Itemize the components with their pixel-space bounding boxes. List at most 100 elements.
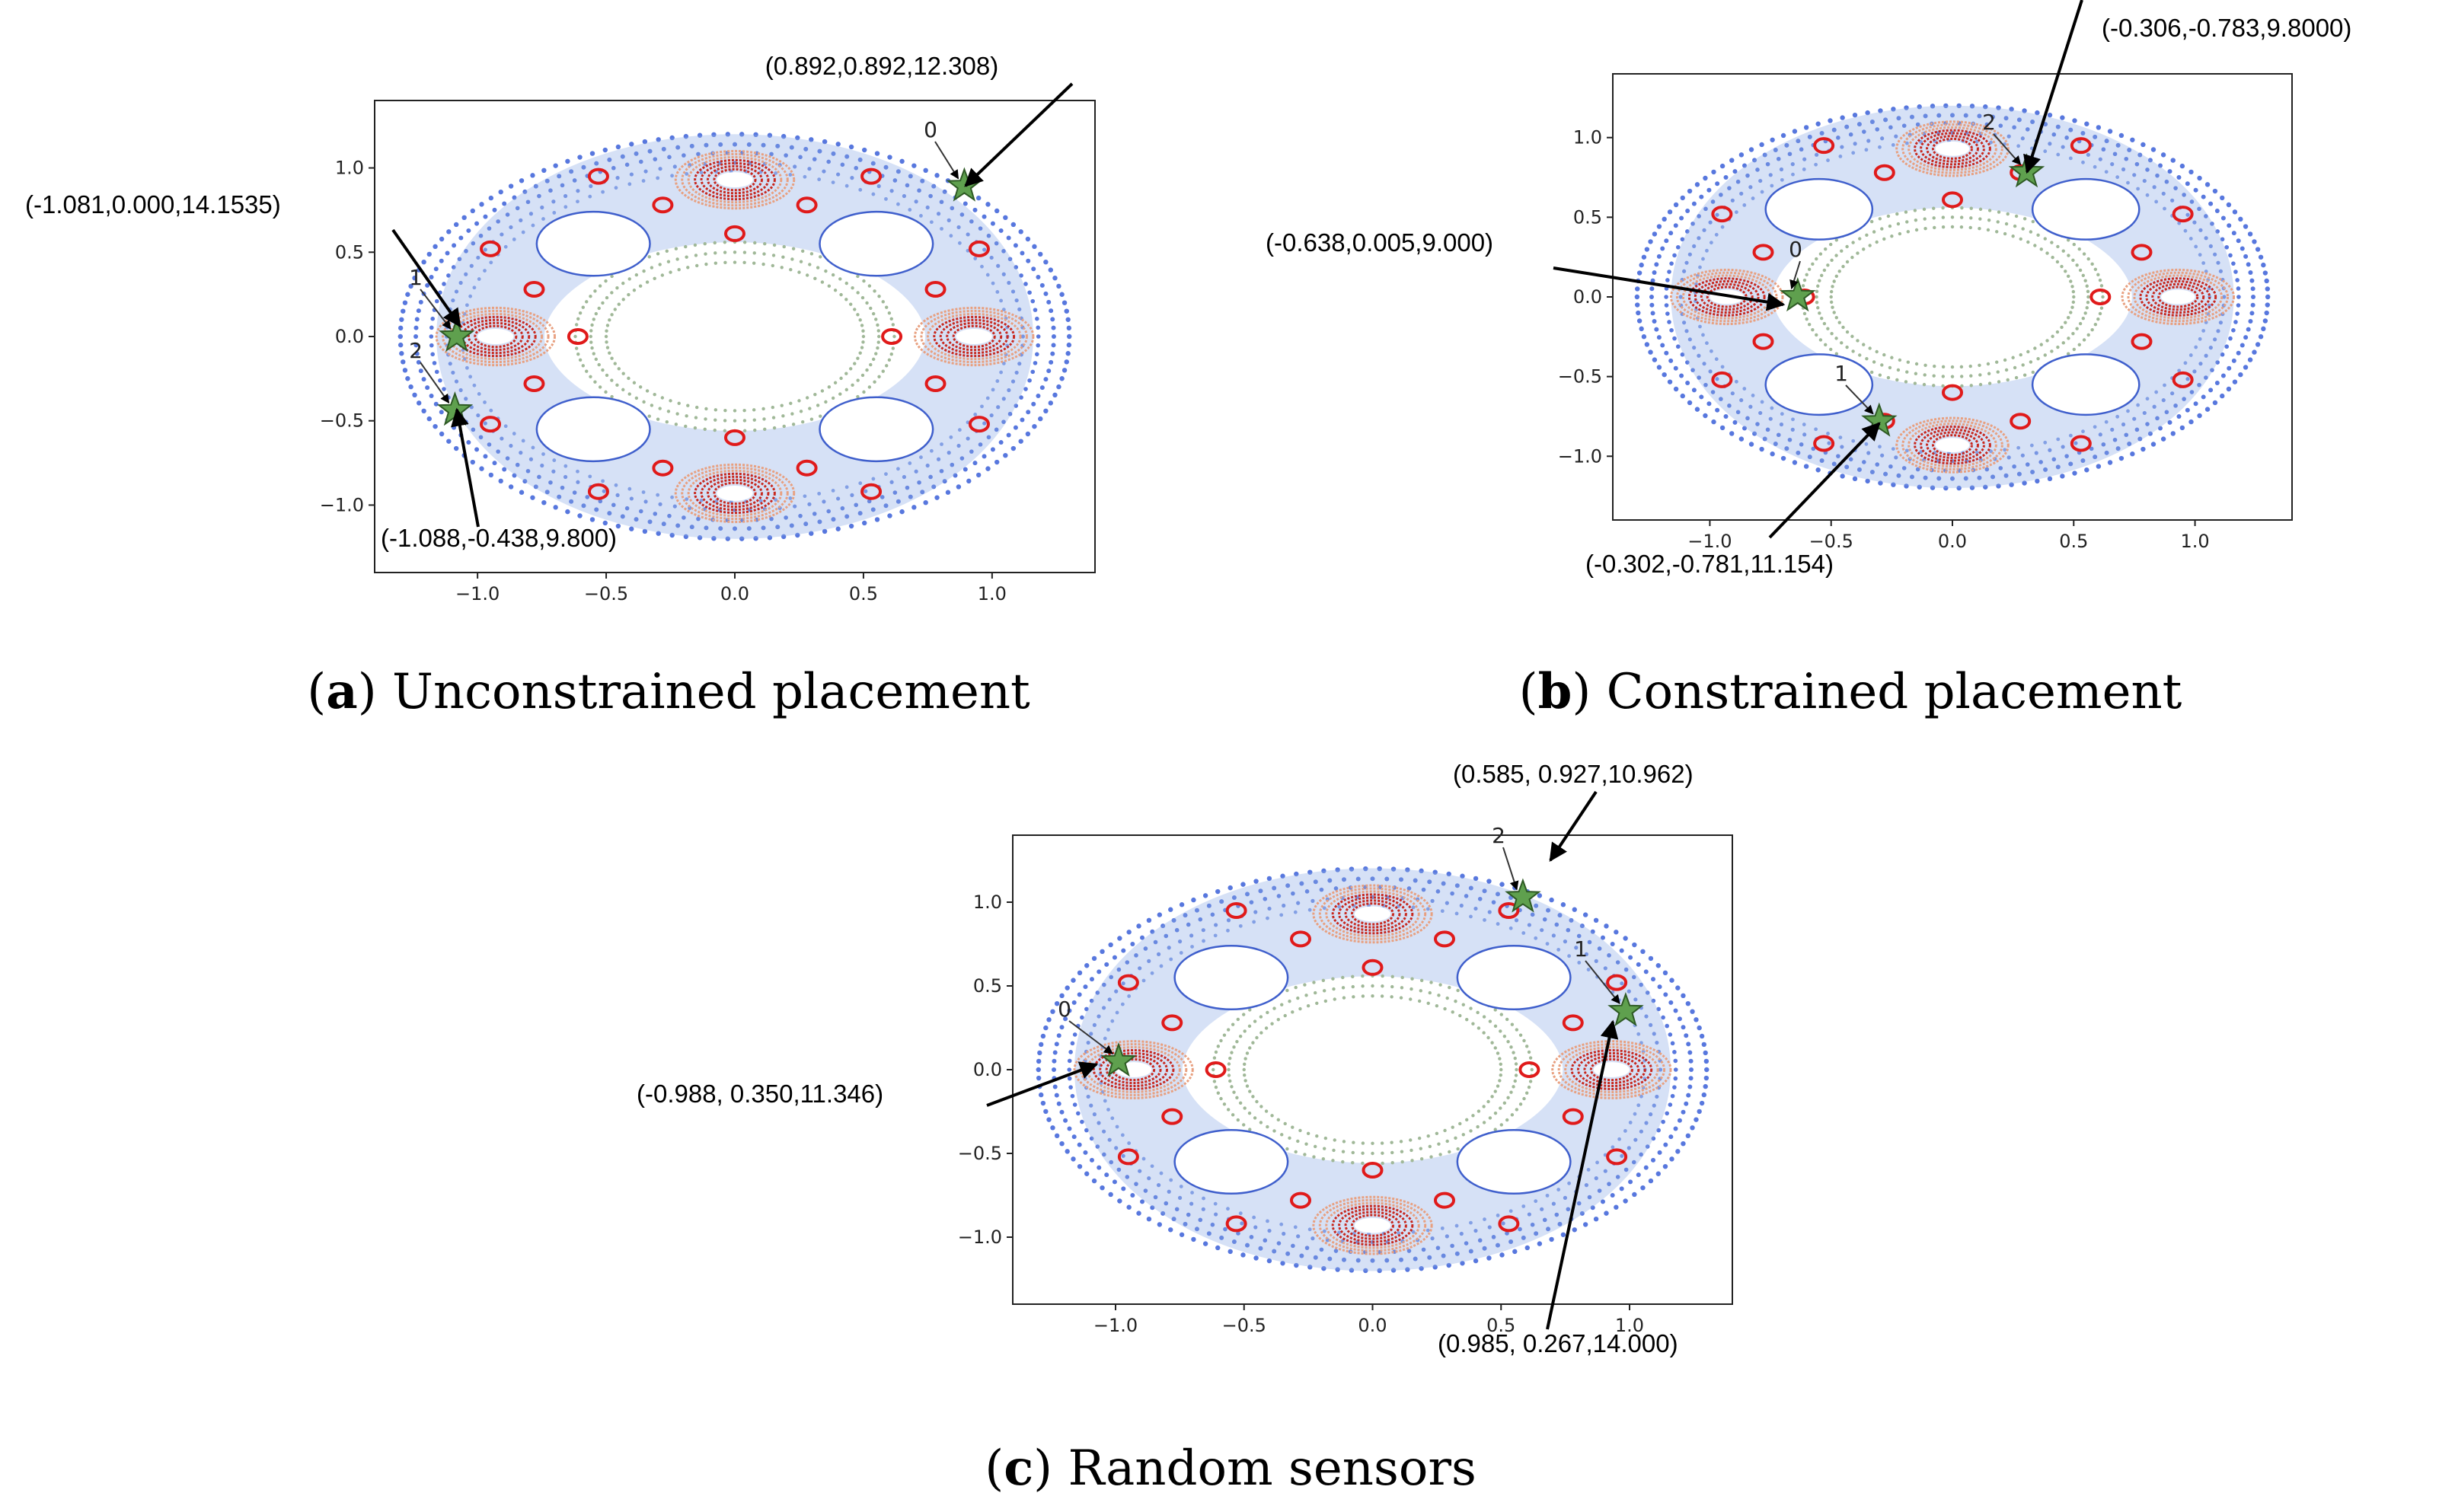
field-inner-dot	[674, 423, 678, 426]
field-outer-dot	[1071, 1000, 1077, 1005]
field-outer-dot	[1702, 228, 1706, 232]
field-outer-dot	[1390, 1268, 1397, 1273]
hot-ring	[1920, 132, 1985, 166]
field-outer-dot	[1665, 1023, 1669, 1029]
field-outer-dot	[1685, 360, 1690, 365]
field-outer-dot	[1779, 422, 1784, 427]
field-outer-dot	[489, 260, 493, 265]
field-outer-dot	[1051, 343, 1056, 348]
field-outer-dot	[601, 479, 605, 483]
field-outer-dot	[1627, 989, 1631, 994]
field-inner-dot	[2064, 321, 2067, 324]
field-outer-dot	[1018, 439, 1023, 444]
field-outer-dot	[2012, 125, 2016, 130]
field-outer-dot	[982, 454, 987, 459]
field-inner-dot	[1228, 1079, 1232, 1083]
field-inner-dot	[742, 250, 747, 254]
field-outer-dot	[923, 167, 928, 174]
field-inner-dot	[605, 295, 609, 300]
field-outer-dot	[2261, 262, 2266, 268]
field-outer-dot	[1675, 344, 1681, 349]
field-inner-dot	[1476, 1010, 1480, 1015]
field-outer-dot	[519, 178, 525, 183]
field-outer-dot	[569, 169, 574, 174]
field-outer-dot	[1059, 1109, 1065, 1115]
field-outer-dot	[1656, 254, 1662, 259]
field-outer-dot	[998, 440, 1004, 445]
field-outer-dot	[733, 526, 737, 531]
field-inner-dot	[848, 367, 853, 371]
field-inner-dot	[1941, 215, 1946, 219]
field-inner-dot	[1826, 327, 1830, 330]
field-inner-dot	[1236, 1118, 1240, 1122]
field-outer-dot	[928, 474, 933, 480]
field-outer-dot	[817, 491, 822, 496]
field-outer-dot	[1600, 1199, 1605, 1204]
field-outer-dot	[1067, 1076, 1072, 1081]
field-outer-dot	[1168, 907, 1173, 912]
field-outer-dot	[1909, 114, 1914, 120]
field-outer-dot	[541, 167, 547, 174]
field-outer-dot	[767, 132, 773, 138]
field-outer-dot	[1473, 876, 1479, 882]
field-inner-dot	[1429, 981, 1433, 984]
field-inner-dot	[800, 249, 805, 254]
field-inner-dot	[752, 418, 756, 422]
field-outer-dot	[1010, 289, 1016, 294]
field-inner-dot	[1486, 1099, 1490, 1104]
field-outer-dot	[629, 526, 634, 531]
field-inner-dot	[647, 414, 651, 418]
field-outer-dot	[980, 264, 984, 269]
field-outer-dot	[857, 157, 863, 162]
field-outer-dot	[2022, 108, 2027, 113]
field-outer-dot	[788, 496, 793, 500]
field-outer-dot	[1723, 413, 1729, 419]
field-inner-dot	[1829, 295, 1833, 299]
field-outer-dot	[577, 513, 583, 518]
field-outer-dot	[2047, 112, 2053, 118]
field-inner-dot	[858, 351, 862, 355]
field-outer-dot	[1108, 1191, 1113, 1198]
field-inner-dot	[2003, 231, 2007, 236]
field-outer-dot	[1294, 871, 1299, 877]
field-outer-dot	[1983, 104, 1988, 110]
field-outer-dot	[1901, 466, 1907, 471]
field-inner-dot	[1832, 279, 1836, 283]
field-outer-dot	[1116, 967, 1122, 972]
field-outer-dot	[2160, 436, 2166, 442]
field-outer-dot	[1755, 167, 1760, 172]
field-inner-dot	[2078, 268, 2083, 273]
field-inner-dot	[1950, 215, 1955, 219]
field-outer-dot	[1719, 163, 1725, 169]
field-outer-dot	[2235, 278, 2239, 282]
field-outer-dot	[425, 282, 430, 288]
field-outer-dot	[1831, 461, 1837, 467]
field-outer-dot	[995, 290, 1000, 294]
field-outer-dot	[2255, 247, 2261, 252]
field-inner-dot	[1862, 247, 1866, 251]
field-outer-dot	[1125, 960, 1130, 965]
y-tick-label: 0.0	[335, 326, 364, 347]
field-inner-dot	[1471, 1022, 1475, 1026]
field-inner-dot	[1496, 1084, 1500, 1088]
field-outer-dot	[2155, 416, 2160, 421]
hot-ring	[1589, 1057, 1633, 1082]
field-inner-dot	[1811, 327, 1815, 332]
field-outer-dot	[620, 514, 625, 519]
field-outer-dot	[1610, 941, 1615, 946]
field-inner-dot	[2003, 358, 2007, 362]
hot-ring	[1099, 1051, 1168, 1088]
field-inner-dot	[869, 306, 873, 311]
field-outer-dot	[1636, 310, 1641, 316]
field-outer-dot	[733, 142, 737, 147]
field-inner-dot	[2014, 375, 2019, 380]
field-inner-dot	[1400, 1150, 1404, 1153]
field-outer-dot	[1815, 121, 1821, 126]
field-outer-dot	[1802, 432, 1807, 437]
field-outer-dot	[775, 143, 781, 148]
field-inner-dot	[2060, 325, 2064, 330]
field-outer-dot	[2231, 261, 2236, 266]
field-outer-dot	[569, 499, 574, 504]
field-outer-dot	[1035, 316, 1039, 321]
